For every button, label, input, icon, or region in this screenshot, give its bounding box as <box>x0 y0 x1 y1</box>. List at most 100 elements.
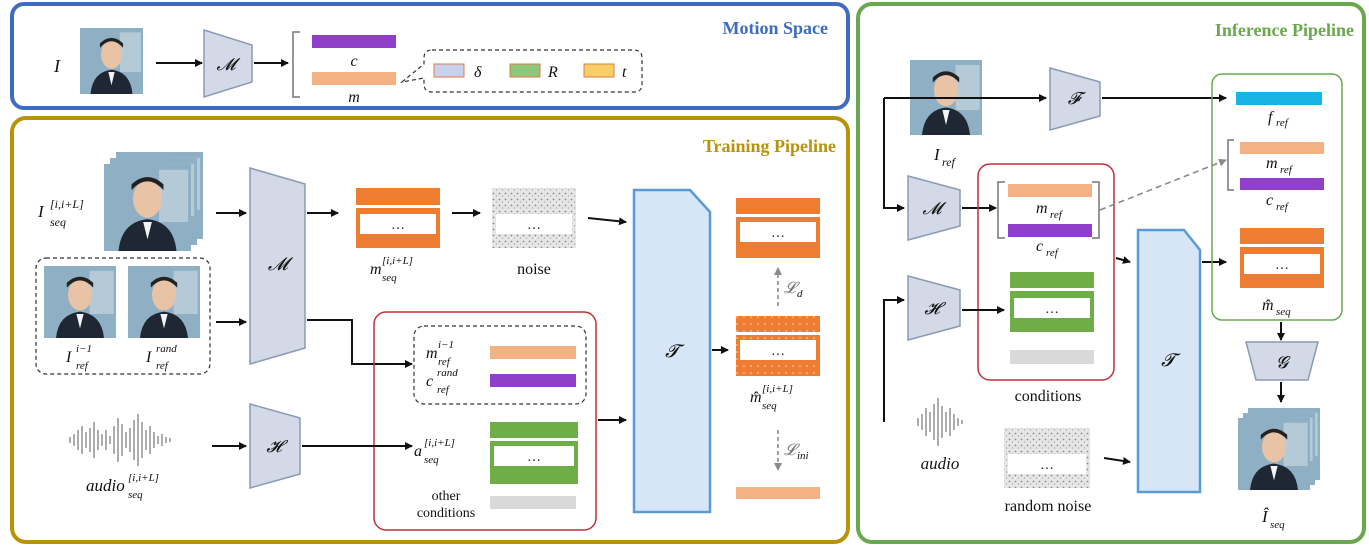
ref-rand-label: I <box>145 349 152 366</box>
arrow-ref-down-to-m <box>883 98 905 212</box>
legend-t-swatch <box>583 63 615 78</box>
cref-label: c <box>426 373 433 390</box>
training-encoder-m-label: 𝓜 <box>268 254 294 274</box>
cref-sub: ref <box>437 384 451 396</box>
ref-prev-sup: i−1 <box>76 343 92 355</box>
inf-cref-sub: ref <box>1046 247 1060 259</box>
loss-d-sub: d <box>797 288 803 300</box>
refconds-left-bracket <box>997 181 1005 239</box>
mseq-ellipsis: … <box>391 218 405 233</box>
mseq-sub: seq <box>382 272 397 284</box>
out-mhat-ellipsis: … <box>1275 258 1289 273</box>
out-mhat-stripe <box>1240 244 1324 247</box>
ref-images-group <box>35 257 211 375</box>
inference-title: Inference Pipeline <box>1215 20 1354 40</box>
training-audio-label: audio <box>86 476 125 495</box>
output-bracket <box>1227 139 1234 191</box>
random-noise-label: random noise <box>1005 498 1092 515</box>
arrow-conds-to-inf-t <box>1115 256 1131 264</box>
seq-input-sub: seq <box>50 215 66 229</box>
aseq-sub: seq <box>424 454 439 466</box>
m-label: m <box>348 89 360 106</box>
aseq-sup: [i,i+L] <box>424 437 455 449</box>
mseq-sup: [i,i+L] <box>382 255 413 267</box>
training-conditions-box <box>373 311 597 531</box>
out-mhat-inner <box>1244 254 1320 274</box>
out-cref-label: c <box>1266 192 1273 209</box>
mhat-label: m̂ <box>750 389 762 406</box>
other-conditions-bar <box>490 496 576 509</box>
inference-panel <box>856 2 1366 544</box>
inference-ref-label: I <box>933 145 941 164</box>
mref-label: m <box>426 345 438 362</box>
ref-prev-label: I <box>65 349 72 366</box>
output-frame-front <box>1238 418 1310 490</box>
mhat-stripe <box>736 332 820 335</box>
out-cref-sub: ref <box>1276 201 1290 213</box>
legend-r-swatch <box>509 63 541 78</box>
other-conditions-line2: conditions <box>417 506 475 521</box>
out-mref-sub: ref <box>1280 164 1294 176</box>
mhat-ellipsis: … <box>771 344 785 359</box>
target-inner <box>740 222 816 242</box>
seq-input-label: I <box>37 202 45 221</box>
training-title: Training Pipeline <box>703 136 836 156</box>
inference-conditions-label: conditions <box>1015 388 1082 405</box>
motion-input-label: I <box>53 56 61 76</box>
mref-bar <box>490 346 576 359</box>
out-cref-bar <box>1240 178 1324 190</box>
arrow-noise-to-t <box>587 217 627 226</box>
refconds-right-bracket <box>1092 181 1100 239</box>
target-stripe <box>736 214 820 217</box>
target-ellipsis: … <box>771 226 785 241</box>
ref-rand-image <box>128 266 200 338</box>
ref-prev-sub: ref <box>76 360 90 372</box>
inference-ref-sub: ref <box>942 155 957 169</box>
inference-encoder-m-label: 𝓜 <box>922 199 946 218</box>
inference-encoder-f <box>1049 67 1101 131</box>
ref-prev-image <box>44 266 116 338</box>
out-mhat-sub: seq <box>1276 306 1291 318</box>
mseq-inner <box>360 214 436 234</box>
ref-conditions-group <box>413 325 587 405</box>
noise-ellipsis: … <box>527 218 541 233</box>
out-mref-label: m <box>1266 155 1278 172</box>
cref-sup: rand <box>437 367 458 379</box>
fref-bar <box>1236 92 1322 105</box>
training-transformer <box>632 188 712 514</box>
seq-input-sup: [i,i+L] <box>50 197 84 211</box>
inf-other-cond-bar <box>1010 350 1094 364</box>
training-audio-waveform <box>69 414 171 466</box>
other-conditions-line1: other <box>432 489 461 504</box>
inf-cref-label: c <box>1036 238 1043 255</box>
refconds-to-output-dashed <box>1099 158 1227 211</box>
out-mref-bar <box>1240 142 1324 154</box>
inf-audio-cond-ellipsis: … <box>1045 302 1059 317</box>
aseq-stripe <box>490 438 578 441</box>
cref-bar <box>490 374 576 387</box>
mref-sup: i−1 <box>438 339 454 351</box>
mhat-sup: [i,i+L] <box>762 383 793 395</box>
mref-sub: ref <box>438 356 452 368</box>
legend-t-label: t <box>622 64 627 81</box>
training-encoder-h <box>249 403 301 489</box>
training-panel <box>10 116 850 544</box>
motion-bracket <box>292 31 300 98</box>
aseq-ellipsis: … <box>527 450 541 465</box>
inference-decoder-g <box>1245 341 1319 381</box>
mseq-label: m <box>370 261 382 278</box>
ref-rand-sub: ref <box>156 360 170 372</box>
out-mhat-label: m̂ <box>1262 297 1274 314</box>
motion-space-panel <box>10 2 850 110</box>
loss-ini-bar <box>736 487 820 499</box>
aseq-inner <box>494 446 574 466</box>
c-label: c <box>350 53 357 70</box>
motion-input-image <box>80 28 143 94</box>
arrow-noise-to-inf-t <box>1103 456 1131 465</box>
motion-space-title: Motion Space <box>723 18 829 38</box>
output-box <box>1211 73 1343 321</box>
motion-encoder-label: 𝓜 <box>216 55 240 74</box>
mhat-inner <box>740 340 816 360</box>
seq-frame-front <box>104 164 191 251</box>
